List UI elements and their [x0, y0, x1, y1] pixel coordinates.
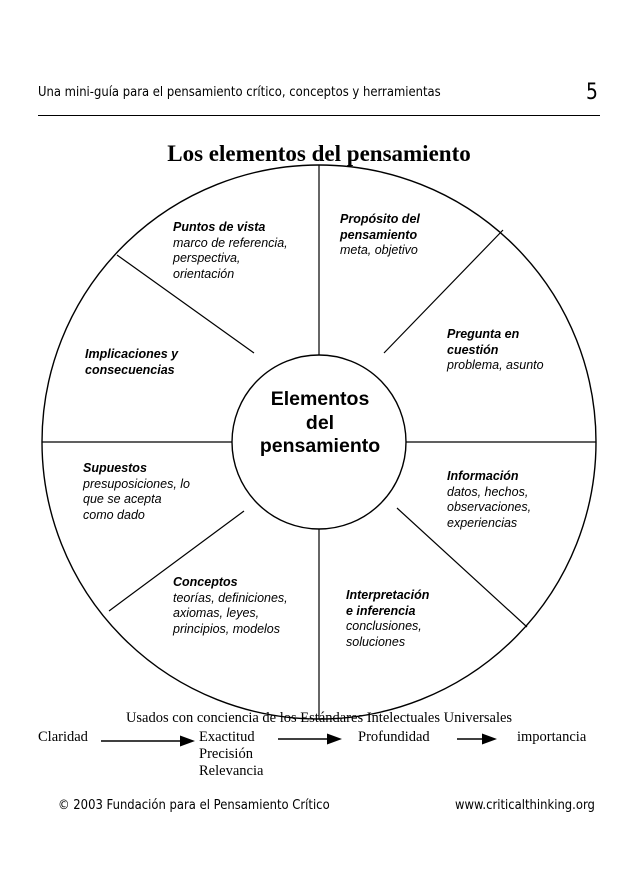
segment-description: presuposiciones, lo — [83, 476, 191, 491]
segment-heading: pensamiento — [340, 227, 418, 242]
segment-supuestos: Supuestos presuposiciones, lo que se ace… — [83, 461, 190, 523]
standard-profundidad: Profundidad — [358, 729, 430, 745]
segment-heading: consecuencias — [85, 362, 175, 377]
center-label-line: pensamiento — [259, 435, 381, 457]
segment-description: teorías, definiciones, — [173, 590, 288, 605]
segment-description: que se acepta — [83, 492, 162, 506]
divider-bottom-right — [396, 507, 528, 628]
page-number: 5 — [586, 80, 598, 105]
divider-top-left — [116, 254, 255, 354]
segment-heading: cuestión — [447, 342, 499, 357]
arrow-profundidad-importancia — [457, 733, 497, 745]
standard-relevancia: Relevancia — [199, 763, 264, 779]
segment-heading: Supuestos — [83, 461, 147, 475]
segment-description: meta, objetivo — [340, 243, 418, 257]
segment-description: conclusiones, — [346, 619, 422, 633]
center-label: Elementos del pensamiento — [236, 388, 404, 459]
segment-description: experiencias — [447, 515, 518, 530]
arrow-claridad-exactitud — [101, 735, 195, 747]
standard-claridad: Claridad — [38, 729, 88, 745]
segment-heading: Implicaciones y — [85, 347, 179, 361]
header-title: Una mini-guía para el pensamiento crític… — [38, 84, 441, 100]
segment-description: como dado — [83, 507, 145, 522]
segment-proposito: Propósito del pensamiento meta, objetivo — [340, 212, 420, 259]
segment-conceptos: Conceptos teorías, definiciones, axiomas… — [173, 575, 288, 637]
divider-bottom-left — [108, 510, 245, 612]
segment-informacion: Información datos, hechos, observaciones… — [447, 469, 531, 531]
arrow-exactitud-profundidad — [278, 733, 342, 745]
segment-implicaciones: Implicaciones y consecuencias — [85, 347, 178, 378]
segment-pregunta: Pregunta en cuestión problema, asunto — [447, 327, 544, 374]
segment-heading: Propósito del — [340, 212, 420, 226]
divider-top-right — [383, 229, 504, 354]
footer-copyright: © 2003 Fundación para el Pensamiento Crí… — [58, 797, 330, 813]
center-label-line: Elementos — [270, 388, 370, 410]
footer-url: www.criticalthinking.org — [455, 797, 595, 813]
segment-description: axiomas, leyes, — [173, 606, 260, 620]
segment-description: soluciones — [346, 634, 406, 649]
segment-description: principios, modelos — [173, 621, 280, 636]
header-rule — [38, 115, 600, 116]
standard-exactitud: Exactitud — [199, 729, 255, 745]
segment-description: datos, hechos, — [447, 484, 529, 499]
segment-description: perspectiva, — [173, 251, 241, 265]
segment-heading: Información — [447, 469, 519, 483]
segment-description: problema, asunto — [447, 358, 544, 372]
segment-puntos-de-vista: Puntos de vista marco de referencia, per… — [173, 220, 288, 282]
center-label-line: del — [305, 411, 335, 434]
segment-interpretacion: Interpretación e inferencia conclusiones… — [346, 588, 429, 650]
segment-description: orientación — [173, 266, 235, 281]
segment-heading: Interpretación — [346, 588, 430, 602]
segment-description: observaciones, — [447, 500, 532, 514]
segment-heading: e inferencia — [346, 603, 416, 618]
segment-heading: Conceptos — [173, 575, 238, 589]
segment-heading: Puntos de vista — [173, 220, 266, 234]
standard-precision: Precisión — [199, 746, 253, 762]
standard-importancia: importancia — [517, 729, 587, 745]
segment-heading: Pregunta en — [447, 327, 520, 341]
diagram-title: Los elementos del pensamiento — [167, 141, 471, 166]
standards-caption: Usados con conciencia de los Estándares … — [125, 710, 513, 726]
segment-description: marco de referencia, — [173, 235, 288, 250]
